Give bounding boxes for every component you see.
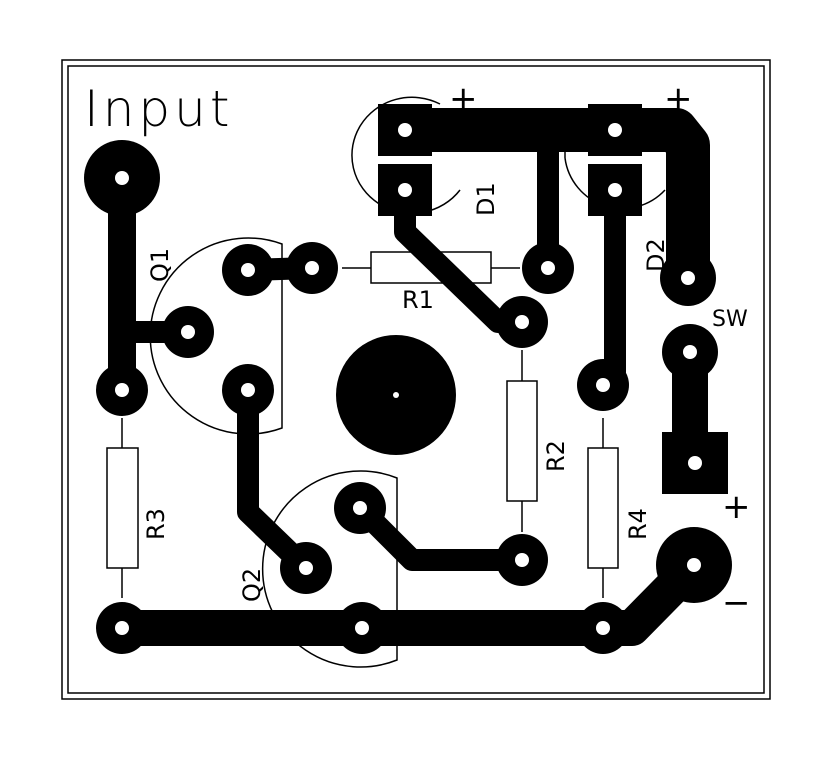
drill-hole: [515, 553, 529, 567]
drill-hole: [241, 383, 255, 397]
label-sw: SW: [712, 307, 748, 332]
label-input: Input: [84, 80, 233, 138]
drill-holes: [115, 123, 702, 635]
label-r4: R4: [624, 508, 652, 540]
label-battery-plus: +: [722, 487, 751, 527]
drill-hole: [241, 263, 255, 277]
drill-hole: [299, 561, 313, 575]
drill-hole: [515, 315, 529, 329]
drill-hole: [596, 378, 610, 392]
track-q1-q2: [237, 379, 317, 579]
label-r2: R2: [542, 440, 570, 472]
label-r3: R3: [142, 508, 170, 540]
label-battery-minus: −: [722, 583, 751, 623]
drill-hole: [305, 261, 319, 275]
q2-outline: [261, 470, 398, 668]
label-d1: D1: [472, 182, 500, 216]
label-q1: Q1: [146, 248, 174, 282]
label-d1-plus: +: [449, 79, 478, 119]
drill-hole: [541, 261, 555, 275]
drill-hole: [398, 183, 412, 197]
drill-hole: [393, 392, 399, 398]
drill-hole: [355, 621, 369, 635]
drill-hole: [596, 621, 610, 635]
label-r1: R1: [402, 286, 434, 314]
board-outline-inner: [67, 65, 765, 694]
drill-hole: [398, 123, 412, 137]
drill-hole: [353, 501, 367, 515]
drill-hole: [688, 456, 702, 470]
label-q2: Q2: [238, 568, 266, 602]
drill-hole: [115, 621, 129, 635]
drill-hole: [115, 383, 129, 397]
drill-hole: [608, 123, 622, 137]
drill-hole: [683, 345, 697, 359]
drill-hole: [181, 325, 195, 339]
label-d2-plus: +: [664, 79, 693, 119]
drill-hole: [687, 558, 701, 572]
drill-hole: [115, 171, 129, 185]
drill-hole: [681, 271, 695, 285]
label-d2: D2: [642, 238, 670, 272]
drill-hole: [608, 183, 622, 197]
track-d2-r4: [592, 177, 626, 396]
